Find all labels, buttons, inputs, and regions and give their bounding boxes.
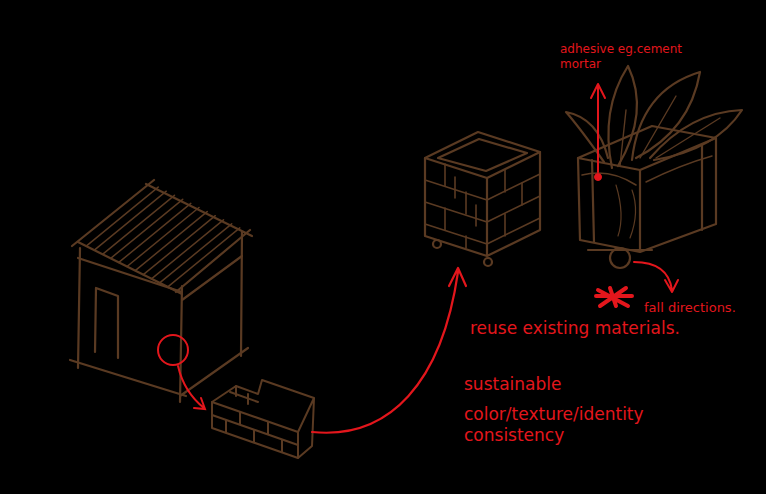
- corrugation-line: [168, 228, 240, 287]
- planter-wheel: [610, 248, 630, 268]
- hut-sketch: [70, 180, 252, 402]
- roof-corrugation: [86, 187, 240, 287]
- leader-arrow: [591, 84, 605, 172]
- planter-rim: [438, 139, 527, 171]
- planter-joints: [445, 164, 522, 248]
- detail-circle: [158, 335, 188, 365]
- hut-posts: [78, 232, 242, 402]
- plant-leaf: [566, 112, 608, 162]
- corrugation-line: [119, 203, 191, 262]
- planter-top: [425, 132, 540, 178]
- hut-door: [95, 288, 118, 358]
- plant-leaf: [632, 72, 700, 160]
- reuse-arrow: [312, 268, 466, 433]
- detail-arrow: [178, 366, 205, 409]
- planter-wheel: [433, 240, 441, 248]
- annotation-label: color/texture/identity consistency: [464, 404, 664, 447]
- planter-wheel: [484, 258, 492, 266]
- plant-planter: [566, 66, 742, 268]
- fall-arrow: [634, 262, 678, 292]
- roof-outline: [72, 180, 252, 294]
- planter-walls: [425, 152, 540, 256]
- brick-top: [212, 380, 314, 458]
- annotation-label: adhesive eg.cement mortar: [560, 42, 685, 72]
- leaf-veins: [620, 96, 720, 166]
- annotation-label: fall directions.: [644, 300, 736, 316]
- corrugation-line: [160, 224, 232, 283]
- adhesive-point: [595, 174, 602, 181]
- hut-wall-lines: [70, 256, 248, 396]
- brick-stack: [212, 380, 314, 458]
- annotation-label: reuse existing materials.: [470, 318, 680, 339]
- fall-symbol: [596, 288, 632, 306]
- annotation-label: sustainable: [464, 374, 561, 395]
- brick-joints: [226, 394, 282, 452]
- roots: [616, 185, 636, 238]
- axle: [588, 249, 652, 251]
- brick-planter: [425, 132, 540, 266]
